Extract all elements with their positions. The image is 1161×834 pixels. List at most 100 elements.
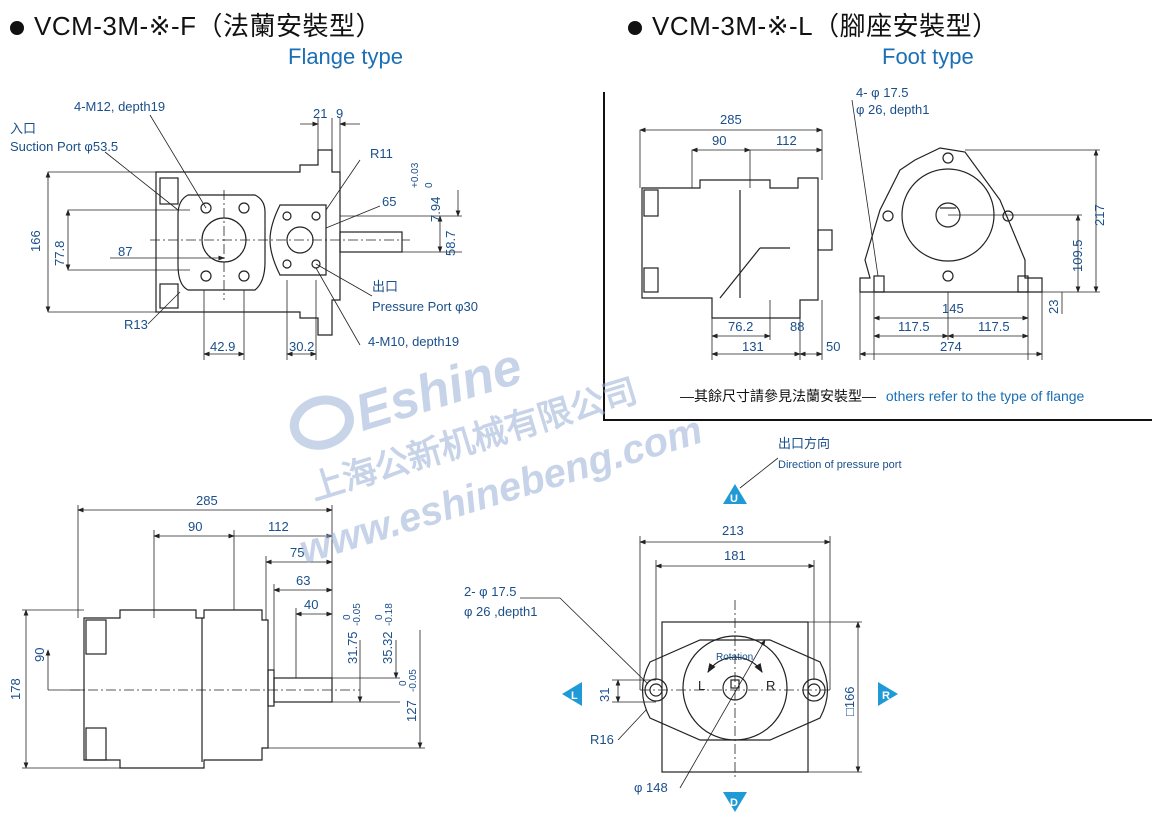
foot-front-dimensions bbox=[851, 99, 1100, 360]
front-dim-148: φ 148 bbox=[634, 780, 668, 795]
side-dim-3532: 35.32 bbox=[380, 631, 395, 664]
dim-r11: R11 bbox=[370, 146, 393, 161]
bullet-icon bbox=[628, 21, 642, 36]
foot-depth-label: φ 26, depth1 bbox=[856, 102, 930, 117]
side-dimensions bbox=[22, 505, 425, 769]
side-view bbox=[70, 609, 360, 769]
flange-bolt-label: 4-M12, depth19 bbox=[74, 99, 165, 114]
foot-frame bbox=[603, 92, 1152, 421]
foot-dim-285: 285 bbox=[720, 112, 742, 127]
foot-dim-762: 76.2 bbox=[728, 319, 753, 334]
suction-label: Suction Port φ53.5 bbox=[10, 139, 118, 154]
m10-label: 4-M10, depth19 bbox=[368, 334, 459, 349]
flange-subtitle: Flange type bbox=[288, 44, 403, 69]
foot-side-dimensions bbox=[639, 127, 823, 360]
inlet-cn-label: 入口 bbox=[10, 121, 36, 136]
tol-0: 0 bbox=[424, 182, 435, 188]
foot-dim-217: 217 bbox=[1092, 204, 1107, 226]
foot-front-labels: 4- φ 17.5 φ 26, depth1 217 109.5 23 145 … bbox=[856, 85, 1107, 354]
foot-dim-131: 131 bbox=[742, 339, 764, 354]
front-dim-31: 31 bbox=[597, 688, 612, 702]
dim-587: 58.7 bbox=[443, 231, 458, 256]
flange-dimensions bbox=[45, 114, 462, 360]
flange-title: VCM-3M-※-F（法蘭安裝型） bbox=[10, 6, 382, 43]
side-tol-3175a: 0 bbox=[342, 614, 353, 620]
foot-side-view bbox=[641, 177, 833, 319]
pressure-label: Pressure Port φ30 bbox=[372, 299, 478, 314]
side-tol-3532b: -0.18 bbox=[384, 603, 395, 626]
side-dim-178: 178 bbox=[8, 678, 23, 700]
dir-r: R bbox=[882, 690, 890, 702]
side-dim-75: 75 bbox=[290, 545, 304, 560]
dim-166: 166 bbox=[28, 230, 43, 252]
front-labels: 出口方向 Direction of pressure port 213 181 … bbox=[464, 436, 902, 795]
side-tol-127b: -0.05 bbox=[408, 669, 419, 692]
foot-dim-50: 50 bbox=[826, 339, 840, 354]
foot-dim-1175a: 117.5 bbox=[898, 319, 930, 334]
foot-dim-112: 112 bbox=[776, 133, 797, 148]
outlet-cn-label: 出口 bbox=[372, 279, 398, 294]
side-tol-3175b: -0.05 bbox=[352, 603, 363, 626]
side-dim-90v: 90 bbox=[32, 648, 47, 662]
dim-778: 77.8 bbox=[52, 241, 67, 266]
dim-21: 21 bbox=[313, 106, 327, 121]
rotation-l: L bbox=[698, 678, 705, 693]
side-dim-40: 40 bbox=[304, 597, 318, 612]
dim-65: 65 bbox=[382, 194, 396, 209]
flange-view bbox=[150, 149, 410, 336]
foot-front-view bbox=[859, 147, 1043, 293]
bullet-icon bbox=[10, 21, 24, 36]
dir-l: L bbox=[571, 690, 578, 702]
side-labels: 285 90 112 75 63 40 178 90 31.75 0 -0.05… bbox=[8, 493, 419, 722]
dir-u: U bbox=[730, 493, 738, 505]
foot-side-labels: 285 90 112 76.2 88 131 50 bbox=[712, 112, 840, 354]
dim-302: 30.2 bbox=[289, 339, 314, 354]
front-view bbox=[640, 600, 830, 780]
front-dimensions bbox=[520, 457, 862, 789]
foot-note: —其餘尺寸請參見法蘭安裝型— others refer to the type … bbox=[680, 386, 1084, 406]
arrow-left-icon bbox=[562, 682, 582, 706]
outlet-dir-cn: 出口方向 bbox=[778, 436, 830, 451]
side-dim-90: 90 bbox=[188, 519, 202, 534]
tol-003: +0.03 bbox=[410, 162, 421, 188]
front-dim-181: 181 bbox=[724, 548, 746, 563]
foot-dim-90: 90 bbox=[712, 133, 726, 148]
foot-subtitle: Foot type bbox=[882, 44, 974, 69]
arrow-down-icon bbox=[723, 792, 747, 812]
arrow-up-icon bbox=[723, 484, 747, 504]
foot-dim-1095: 109.5 bbox=[1070, 239, 1085, 272]
arrow-right-icon bbox=[878, 682, 898, 706]
rotation-label: Rotation bbox=[716, 652, 753, 663]
rotation-r: R bbox=[766, 678, 775, 693]
side-dim-63: 63 bbox=[296, 573, 310, 588]
brand-logo-icon bbox=[289, 395, 354, 450]
foot-dim-274: 274 bbox=[940, 339, 962, 354]
front-dim-166: □166 bbox=[842, 686, 857, 716]
dim-429: 42.9 bbox=[210, 339, 235, 354]
foot-title: VCM-3M-※-L（腳座安裝型） bbox=[628, 6, 999, 43]
foot-note-en: others refer to the type of flange bbox=[885, 388, 1085, 404]
foot-dim-88: 88 bbox=[790, 319, 804, 334]
dim-r13: R13 bbox=[124, 317, 148, 332]
front-dim-r16: R16 bbox=[590, 732, 614, 747]
foot-dim-1175b: 117.5 bbox=[978, 319, 1010, 334]
foot-note-cn: —其餘尺寸請參見法蘭安裝型— bbox=[680, 388, 876, 404]
side-dim-127: 127 bbox=[404, 700, 419, 722]
foot-dim-23: 23 bbox=[1046, 300, 1061, 314]
side-dim-3175: 31.75 bbox=[345, 631, 360, 664]
side-tol-127a: 0 bbox=[398, 680, 409, 686]
dir-d: D bbox=[730, 797, 738, 809]
foot-dim-145: 145 bbox=[942, 301, 964, 316]
dim-87: 87 bbox=[118, 244, 132, 259]
side-dim-112: 112 bbox=[268, 519, 289, 534]
watermark: Eshine 上海公新机械有限公司 www.eshinebeng.com bbox=[289, 337, 707, 572]
dim-9: 9 bbox=[336, 106, 343, 121]
side-dim-285: 285 bbox=[196, 493, 218, 508]
side-tol-3532a: 0 bbox=[374, 614, 385, 620]
direction-arrows: U D L R bbox=[562, 484, 898, 812]
dim-794: 7.94 bbox=[428, 197, 443, 222]
flange-labels: 4-M12, depth19 入口 Suction Port φ53.5 21 … bbox=[10, 99, 478, 354]
front-dim-213: 213 bbox=[722, 523, 744, 538]
outlet-dir-en: Direction of pressure port bbox=[778, 459, 902, 471]
